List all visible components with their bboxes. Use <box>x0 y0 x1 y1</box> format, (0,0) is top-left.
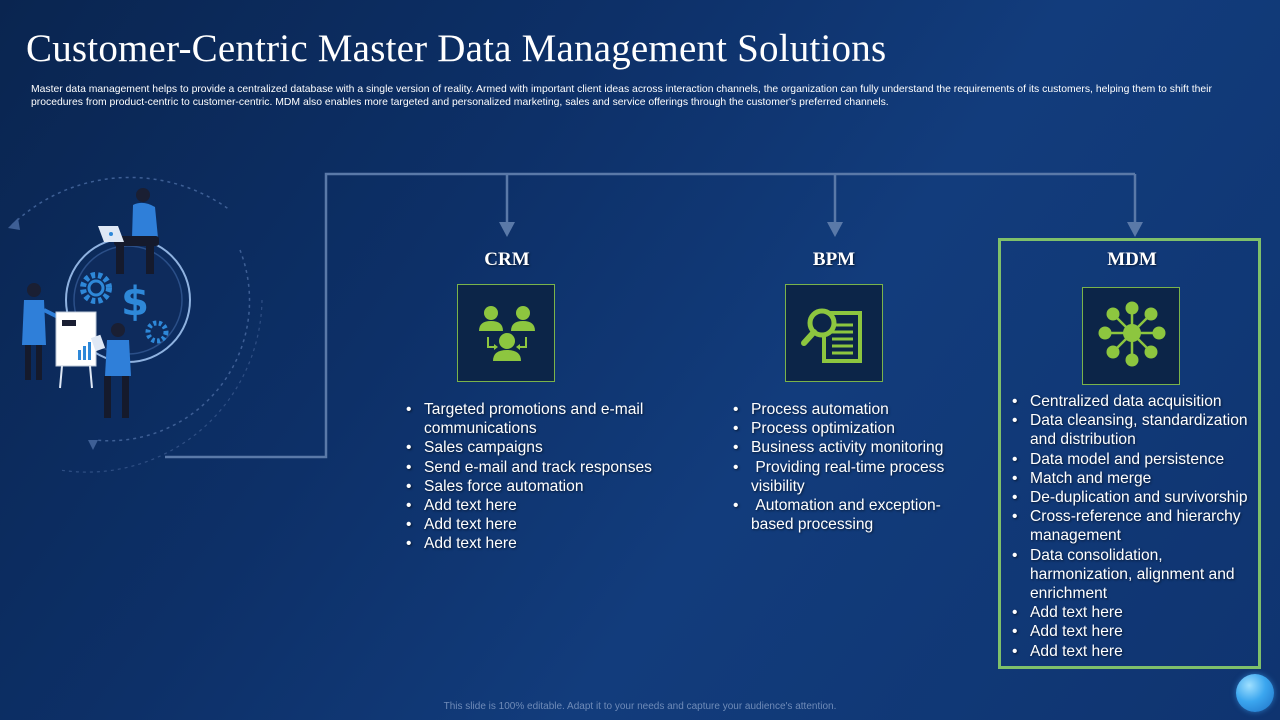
person-presenting <box>22 283 61 380</box>
footer-note: This slide is 100% editable. Adapt it to… <box>443 701 837 712</box>
list-item: Business activity monitoring <box>731 438 981 457</box>
list-item: Centralized data acquisition <box>1010 392 1260 411</box>
list-item: Add text here <box>404 496 674 515</box>
list-item: Targeted promotions and e-mail communica… <box>404 400 674 438</box>
page-subtitle: Master data management helps to provide … <box>31 84 1212 108</box>
crm-icon-box <box>457 284 555 382</box>
list-item: Add text here <box>1010 642 1260 661</box>
list-item: De-duplication and survivorship <box>1010 488 1260 507</box>
list-item: Data cleansing, standardization and dist… <box>1010 411 1260 449</box>
business-team-illustration: $ <box>8 176 263 473</box>
gear-icon <box>145 320 169 344</box>
list-item: Automation and exception-based processin… <box>731 496 981 534</box>
mdm-bullet-list: Centralized data acquisition Data cleans… <box>1010 392 1260 661</box>
people-network-icon <box>479 306 535 361</box>
list-item: Add text here <box>1010 603 1260 622</box>
list-item: Add text here <box>1010 622 1260 641</box>
list-item: Add text here <box>404 515 674 534</box>
bpm-bullet-list: Process automation Process optimization … <box>731 400 981 534</box>
list-item: Process automation <box>731 400 981 419</box>
page-title: Customer-Centric Master Data Management … <box>26 27 887 70</box>
list-item: Sales campaigns <box>404 438 674 457</box>
list-item: Send e-mail and track responses <box>404 458 674 477</box>
list-item: Sales force automation <box>404 477 674 496</box>
presentation-board <box>55 311 97 389</box>
list-item: Match and merge <box>1010 469 1260 488</box>
dollar-sign-icon: $ <box>121 279 149 325</box>
list-item: Data consolidation, harmonization, align… <box>1010 546 1260 604</box>
network-hub-icon <box>1098 301 1166 367</box>
list-item: Cross-reference and hierarchy management <box>1010 507 1260 545</box>
gear-icon <box>80 272 112 304</box>
crm-heading: CRM <box>484 249 530 270</box>
mdm-icon-box <box>1082 287 1180 385</box>
list-item: Data model and persistence <box>1010 450 1260 469</box>
crm-bullet-list: Targeted promotions and e-mail communica… <box>404 400 674 554</box>
magnifier-document-icon <box>801 308 862 363</box>
bpm-icon-box <box>785 284 883 382</box>
person-with-laptop <box>98 188 159 274</box>
connector-arrowheads <box>499 222 1143 237</box>
mdm-heading: MDM <box>1107 249 1157 270</box>
person-with-tablet <box>90 323 131 418</box>
list-item: Providing real-time process visibility <box>731 458 981 496</box>
list-item: Process optimization <box>731 419 981 438</box>
list-item: Add text here <box>404 534 674 553</box>
connector-lines <box>165 172 1137 459</box>
bpm-heading: BPM <box>812 249 856 270</box>
corner-orb-decoration <box>1236 674 1274 712</box>
